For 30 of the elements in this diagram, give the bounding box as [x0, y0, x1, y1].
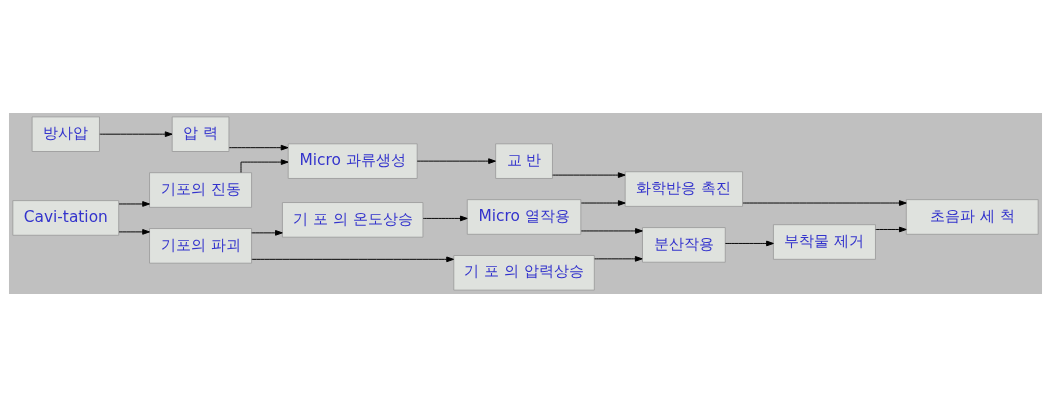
node-box: Micro 과류생성 [287, 142, 418, 179]
arrow [875, 226, 907, 232]
arrow [580, 199, 626, 206]
arrow [118, 228, 150, 235]
arrow [99, 130, 173, 137]
node-box: 기포의 진동 [149, 171, 253, 208]
node-box: 화학반응 촉진 [624, 170, 744, 207]
node-box: 기 포 의 압력상승 [453, 254, 595, 291]
arrow [228, 144, 289, 150]
node-box: 교 반 [495, 142, 553, 179]
node-box: 기 포 의 온도상승 [281, 201, 424, 238]
node-box: 방사압 [31, 115, 100, 152]
arrow [724, 240, 774, 246]
arrow [240, 158, 289, 173]
arrow [416, 157, 496, 164]
arrow [594, 255, 643, 262]
node-box: 기포의 파괴 [149, 227, 253, 264]
node-box: Micro 열작용 [466, 198, 582, 235]
node-box: 분산작용 [642, 226, 726, 263]
node-box: Cavi-tation [12, 199, 120, 236]
node-box: 초음파 세 척 [905, 198, 1039, 235]
arrow [580, 227, 643, 234]
node-box: 압 력 [171, 115, 230, 152]
arrow [251, 229, 283, 236]
arrow [422, 215, 468, 221]
arrow [742, 199, 907, 206]
node-box: 부착물 제거 [772, 223, 876, 260]
arrow [118, 200, 150, 207]
arrow [251, 256, 454, 262]
arrow [552, 171, 626, 178]
